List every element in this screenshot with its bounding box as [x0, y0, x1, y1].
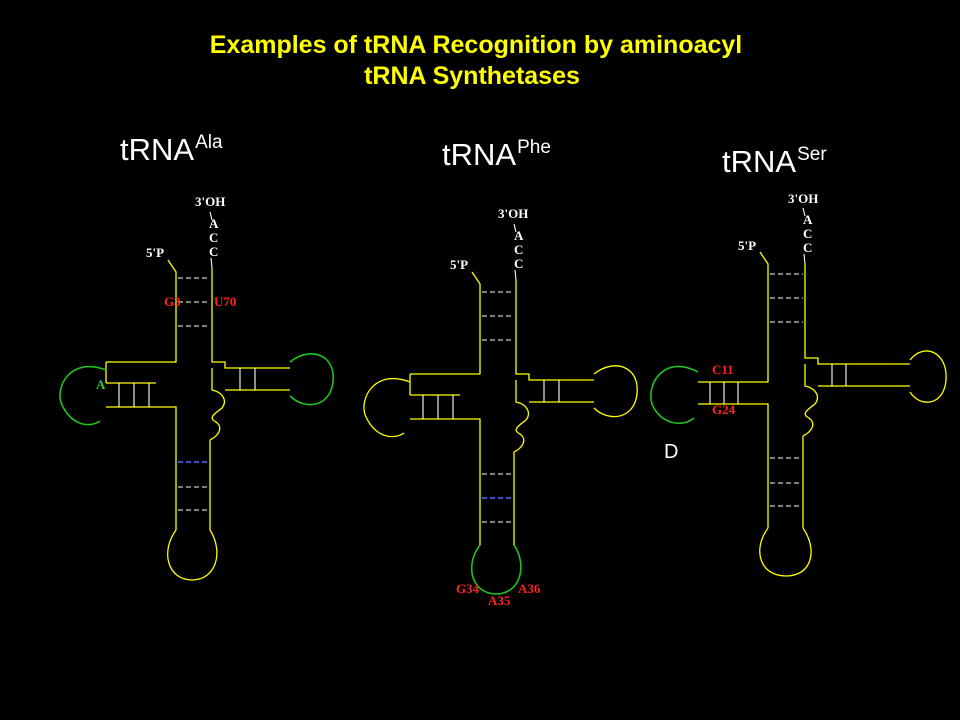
- trna-ser-5prime: 5'P: [738, 238, 756, 253]
- trna-phe-t-loop: [593, 365, 638, 418]
- trna-ala-marker-u70: U70: [214, 294, 236, 309]
- trna-ser-d-stem-top: [698, 358, 769, 383]
- trna-ala-base-a: A: [209, 216, 219, 231]
- trna-ser-3prime: 3'OH: [788, 191, 818, 206]
- trna-ala-structure: tRNAAla 3'OH 5'P A C C G3 U70 A: [59, 132, 334, 581]
- trna-ser-base-c2: C: [803, 240, 812, 255]
- trna-ser-5prime-strand: [759, 251, 769, 358]
- trna-ser-label: tRNASer: [722, 144, 827, 179]
- trna-ala-marker-g3: G3: [164, 294, 181, 309]
- trna-ser-marker-g24: G24: [712, 402, 736, 417]
- trna-phe-5prime: 5'P: [450, 257, 468, 272]
- trna-phe-3prime: 3'OH: [498, 206, 528, 221]
- trna-ala-variable-loop: [209, 368, 226, 441]
- trna-phe-d-loop: [363, 377, 411, 438]
- trna-ala-5prime: 5'P: [146, 245, 164, 260]
- trna-ala-base-c2: C: [209, 244, 218, 259]
- trna-phe-base-c2: C: [514, 256, 523, 271]
- trna-phe-label: tRNAPhe: [442, 137, 551, 172]
- trna-ala-3prime: 3'OH: [195, 194, 225, 209]
- trna-phe-marker-g34: G34: [456, 581, 480, 596]
- trna-phe-5prime-strand: [410, 271, 481, 375]
- trna-phe-structure: tRNAPhe 3'OH 5'P A C C G34 A35 A36: [363, 137, 638, 608]
- trna-phe-3prime-strand: [515, 280, 594, 381]
- trna-ser-structure: tRNASer 3'OH 5'P A C C C11 G24 D: [650, 144, 947, 577]
- trna-ser-acc-tick: [802, 207, 806, 217]
- trna-phe-anticodon-loop: [470, 544, 522, 595]
- trna-ser-d-loop: [650, 365, 699, 425]
- trna-ser-3prime-strand: [804, 264, 910, 365]
- trna-ser-marker-c11: C11: [712, 362, 734, 377]
- trna-phe-acc-tick: [513, 223, 517, 233]
- trna-ala-acc-tick: [209, 211, 213, 221]
- trna-ser-d-stem-bottom: [698, 403, 769, 418]
- trna-ser-anticodon-loop: [759, 527, 812, 577]
- trna-ser-base-c1: C: [803, 226, 812, 241]
- trna-ser-t-loop: [909, 350, 947, 403]
- trna-ser-d-arm-label: D: [664, 441, 678, 463]
- title-line-1: Examples of tRNA Recognition by aminoacy…: [210, 31, 743, 59]
- trna-ser-acc-tick2: [803, 253, 806, 265]
- trna-ala-acc-tick2: [210, 257, 213, 269]
- trna-phe-base-a: A: [514, 228, 524, 243]
- trna-ala-3prime-strand: [211, 268, 290, 369]
- trna-ser-variable-loop: [802, 364, 819, 437]
- trna-ala-d-loop: [59, 365, 107, 426]
- trna-ala-base-c1: C: [209, 230, 218, 245]
- trna-phe-marker-a36: A36: [518, 581, 541, 596]
- trna-ser-base-a: A: [803, 212, 813, 227]
- trna-ala-marker-a: A: [96, 377, 106, 392]
- trna-phe-acc-tick2: [514, 269, 517, 281]
- trna-ala-t-loop: [289, 353, 334, 406]
- trna-ala-d-arm-bottom: [106, 406, 177, 420]
- trna-phe-base-c1: C: [514, 242, 523, 257]
- trna-phe-d-arm-bottom: [410, 418, 481, 432]
- trna-ala-anticodon-loop: [167, 529, 218, 581]
- title-line-2: tRNA Synthetases: [364, 62, 580, 90]
- trna-ala-5prime-strand: [106, 259, 177, 363]
- trna-ala-label: tRNAAla: [120, 132, 223, 167]
- trna-phe-variable-loop: [513, 380, 530, 453]
- trna-phe-marker-a35: A35: [488, 593, 511, 608]
